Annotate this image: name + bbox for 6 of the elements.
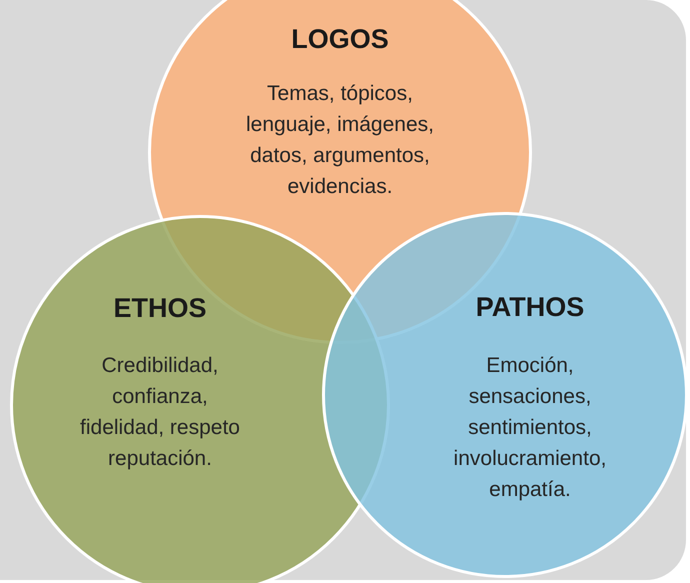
circle-heading: LOGOS (291, 24, 389, 55)
circle-heading: PATHOS (476, 292, 584, 323)
circle-text: Temas, tópicos, lenguaje, imágenes, datos, argumentos, evidencias. (245, 81, 435, 200)
circle-text: Emoción, sensaciones, sentimientos, involucramiento, empatía. (452, 353, 608, 503)
circle-text: Credibilidad, confianza, fidelidad, respeto reputación. (79, 353, 241, 472)
circle-heading: ETHOS (114, 293, 206, 324)
